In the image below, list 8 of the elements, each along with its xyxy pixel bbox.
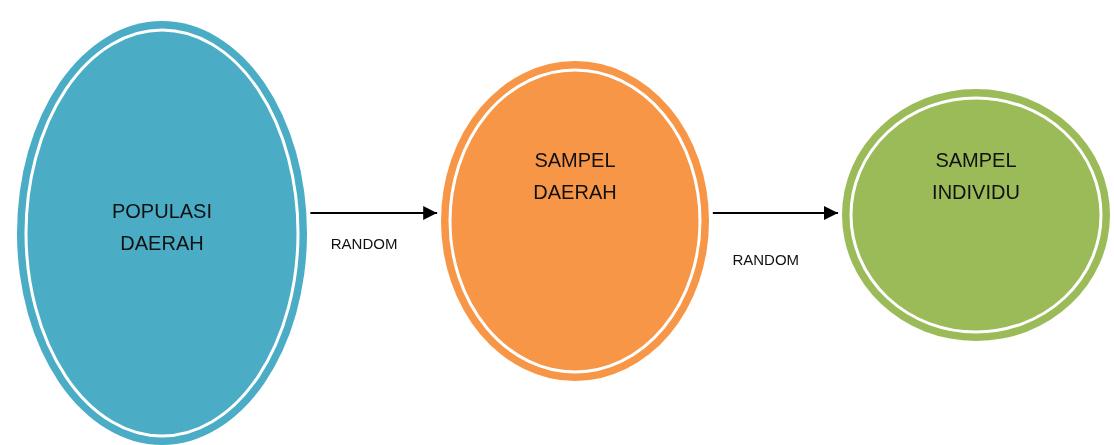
node-label: SAMPEL DAERAH xyxy=(532,148,618,206)
arrow xyxy=(711,206,839,220)
node-label: POPULASI DAERAH xyxy=(110,198,213,256)
oval-node xyxy=(441,61,709,381)
arrow xyxy=(309,206,439,220)
circle-node xyxy=(842,89,1110,341)
node-label: SAMPEL INDIVIDU xyxy=(931,148,1021,206)
oval-node xyxy=(17,21,307,445)
